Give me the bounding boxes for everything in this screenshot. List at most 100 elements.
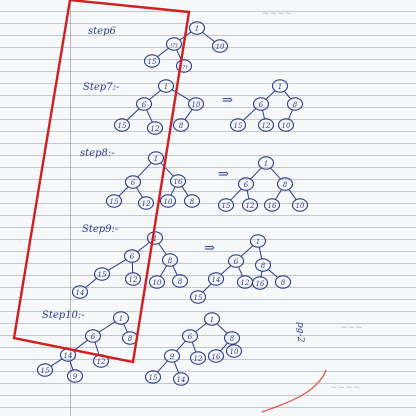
- node-value: 10: [216, 43, 225, 51]
- tree-node: 9: [66, 369, 84, 383]
- node-value: 6: [131, 179, 136, 187]
- node-value: 1: [119, 315, 123, 323]
- tree-edge: [69, 361, 74, 370]
- tree-node: 6: [227, 254, 245, 268]
- node-value: 1: [153, 235, 157, 243]
- node-circle: [84, 329, 102, 343]
- node-circle: [225, 344, 243, 358]
- node-circle: [249, 234, 267, 248]
- tree-node: 8: [183, 194, 201, 208]
- step-label: step8:-: [80, 148, 115, 159]
- node-circle: [143, 54, 161, 68]
- node-circle: [172, 372, 190, 386]
- bleed-through-text: ~~~~: [330, 383, 360, 393]
- tree-edge: [181, 186, 189, 196]
- node-value: 10: [296, 202, 305, 210]
- tree-node: 12: [241, 198, 259, 212]
- node-circle: [291, 198, 309, 212]
- tree-node: 6: [181, 329, 199, 343]
- node-circle: [171, 274, 189, 288]
- node-value: 12: [194, 355, 203, 363]
- tree-edge: [107, 258, 127, 272]
- highlight-box: [12, 0, 191, 364]
- node-value: 1: [195, 25, 199, 33]
- node-value: 10: [192, 101, 201, 109]
- node-value: 10: [153, 279, 162, 287]
- tree-node: 15: [36, 363, 54, 377]
- tree-edge: [250, 167, 262, 180]
- tree-node: 10: [211, 39, 229, 53]
- tree-node: 15: [144, 370, 162, 384]
- tree-edge: [288, 109, 293, 120]
- node-value: 14: [64, 352, 73, 360]
- node-value: 12: [241, 279, 250, 287]
- tree-edge: [267, 268, 279, 279]
- tree-node: 6: [124, 175, 142, 189]
- tree-node: 6: [135, 97, 153, 111]
- node-circle: [175, 59, 193, 73]
- node-circle: [183, 194, 201, 208]
- node-value: 14: [212, 276, 221, 284]
- node-circle: [187, 97, 205, 111]
- tree-node: 1: [112, 311, 130, 325]
- node-value: 1: [154, 155, 158, 163]
- node-value: 8: [281, 279, 286, 287]
- tree-node: 12: [124, 272, 142, 286]
- tree-node: 10: [187, 97, 205, 111]
- node-value: 15: [148, 58, 157, 66]
- node-circle: [135, 97, 153, 111]
- node-value: 1: [164, 83, 168, 91]
- tree-edge: [123, 323, 128, 333]
- node-circle: [36, 363, 54, 377]
- node-circle: [161, 253, 179, 267]
- tree-node: 15: [217, 198, 235, 212]
- step-label: Step10:-: [42, 310, 85, 321]
- node-value: 15: [222, 202, 231, 210]
- node-value: (?): [180, 64, 187, 71]
- tree-edge: [219, 342, 229, 352]
- tree-edge: [246, 190, 250, 199]
- tree-node: 14: [172, 372, 190, 386]
- tree-edge: [156, 47, 170, 58]
- arrow-icon: ⇒: [222, 93, 233, 108]
- node-circle: [105, 194, 123, 208]
- tree-node: 14: [71, 285, 89, 299]
- tree-node: 10: [277, 118, 295, 132]
- tree-edge: [98, 321, 116, 333]
- node-circle: [124, 272, 142, 286]
- tree-node: 8: [276, 177, 294, 191]
- node-circle: [223, 331, 241, 345]
- node-circle: [237, 177, 255, 191]
- tree-edge: [135, 187, 144, 198]
- tree-node: 12: [257, 118, 275, 132]
- tree-node: 1: [203, 312, 221, 326]
- node-circle: [217, 198, 235, 212]
- node-value: 9: [170, 353, 175, 361]
- node-value: 1: [256, 238, 260, 246]
- node-circle: [157, 79, 175, 93]
- node-circle: [274, 275, 292, 289]
- side-note: pg-2: [295, 322, 305, 343]
- node-value: 8: [293, 101, 298, 109]
- node-circle: [203, 312, 221, 326]
- tree-node: 8: [254, 258, 272, 272]
- node-circle: [172, 118, 190, 132]
- tree-node: 10: [148, 275, 166, 289]
- node-value: 16: [268, 202, 277, 210]
- node-circle: [165, 37, 183, 51]
- node-circle: [254, 258, 272, 272]
- node-circle: [93, 267, 111, 281]
- node-circle: [207, 272, 225, 286]
- tree-edge: [230, 188, 242, 201]
- tree-edge: [288, 188, 297, 201]
- tree-edge: [191, 341, 197, 353]
- node-value: 8: [128, 335, 133, 343]
- node-value: 16: [212, 353, 221, 361]
- node-value: 14: [76, 289, 85, 297]
- tree-edge: [220, 264, 232, 276]
- tree-edge: [258, 247, 263, 259]
